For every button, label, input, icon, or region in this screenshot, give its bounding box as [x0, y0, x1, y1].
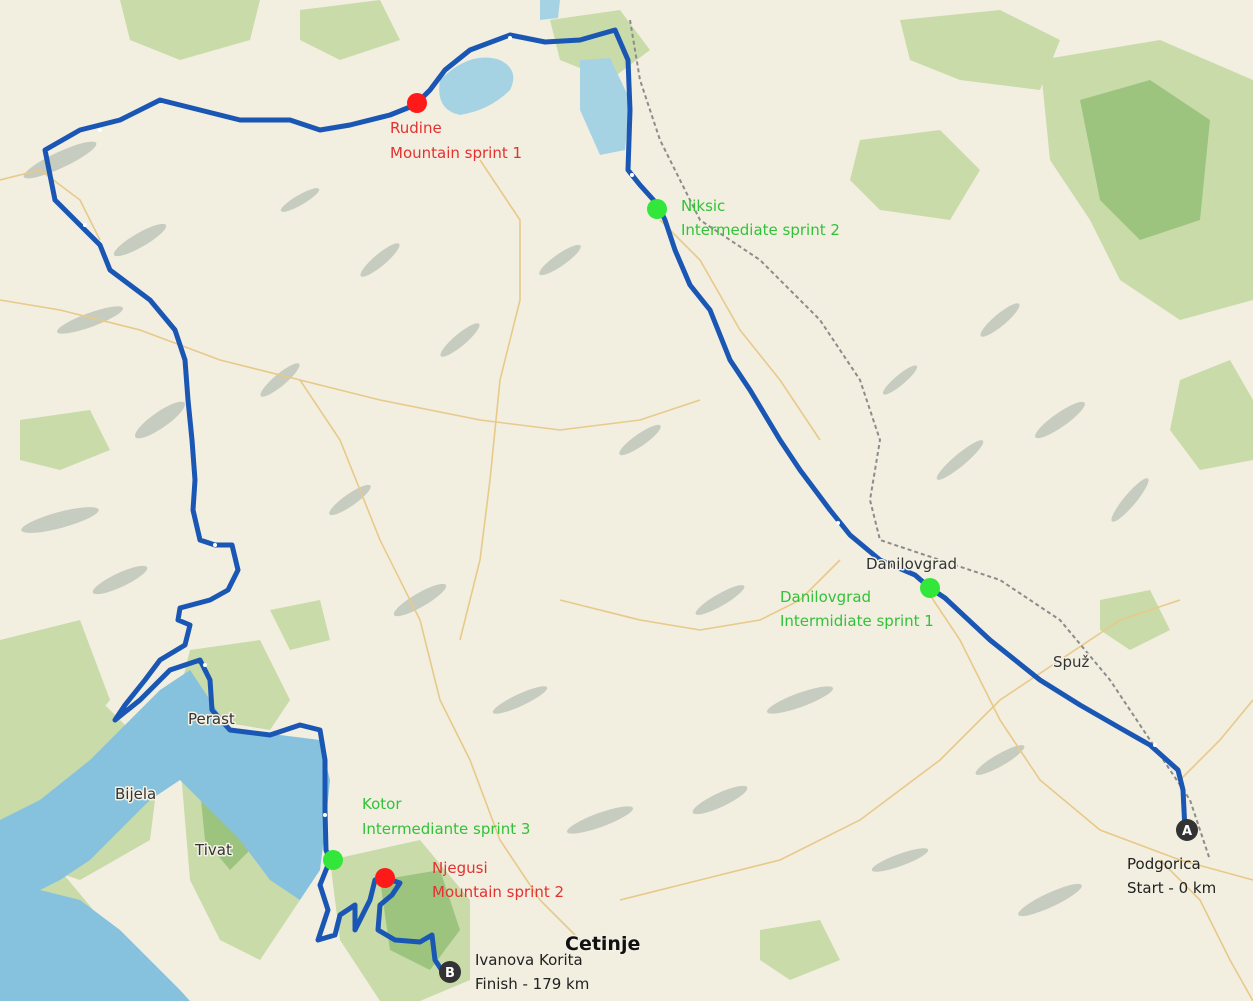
sprint-marker-niksic[interactable]: [647, 199, 667, 219]
sprint-label-kotor-name: Kotor: [362, 795, 402, 813]
lakes: [439, 0, 630, 155]
sprint-label-niksic-name: Niksic: [681, 197, 725, 215]
forest-dark-areas: [200, 80, 1210, 970]
sprint-marker-njegusi[interactable]: [375, 868, 395, 888]
finish-label-distance: Finish - 179 km: [475, 975, 589, 993]
start-label-city: Podgorica: [1127, 855, 1201, 873]
sea-inner: [0, 890, 190, 1001]
town-label-cetinje: Cetinje: [565, 933, 640, 955]
roads: [0, 159, 1253, 1001]
route-direction-arrows: [83, 36, 1157, 817]
town-label-danilovgrad: Danilovgrad: [866, 555, 957, 573]
town-label-bijela: Bijela: [115, 785, 156, 803]
sprint-label-rudine-desc: Mountain sprint 1: [390, 144, 522, 162]
finish-marker-letter: B: [445, 966, 455, 981]
sprint-marker-rudine[interactable]: [407, 93, 427, 113]
town-label-tivat: Tivat: [194, 841, 232, 859]
start-marker-letter: A: [1182, 824, 1192, 839]
railway: [629, 19, 1211, 861]
town-label-spuz: Spuž: [1053, 653, 1090, 671]
sprint-label-njegusi-name: Njegusi: [432, 859, 488, 877]
finish-label-place: Ivanova Korita: [475, 951, 583, 969]
race-route: [42, 27, 1188, 975]
mountain-shading: [21, 141, 1149, 917]
sea-bay-of-kotor: [0, 670, 330, 905]
start-marker[interactable]: A: [1176, 819, 1198, 841]
start-label-distance: Start - 0 km: [1127, 879, 1216, 897]
sprint-marker-danilovgrad[interactable]: [920, 578, 940, 598]
town-label-perast: Perast: [188, 710, 235, 728]
sprint-label-danilovgrad-name: Danilovgrad: [780, 588, 871, 606]
finish-marker[interactable]: B: [439, 961, 461, 983]
sprint-label-rudine-name: Rudine: [390, 119, 442, 137]
start-marker-pin: [1176, 819, 1198, 841]
sprint-label-njegusi-desc: Mountain sprint 2: [432, 883, 564, 901]
finish-marker-pin: [439, 961, 461, 983]
sprint-label-niksic-desc: Intermediate sprint 2: [681, 221, 840, 239]
sprint-marker-kotor[interactable]: [323, 850, 343, 870]
sprint-label-kotor-desc: Intermediante sprint 3: [362, 820, 530, 838]
sprint-label-danilovgrad-desc: Intermidiate sprint 1: [780, 612, 934, 630]
